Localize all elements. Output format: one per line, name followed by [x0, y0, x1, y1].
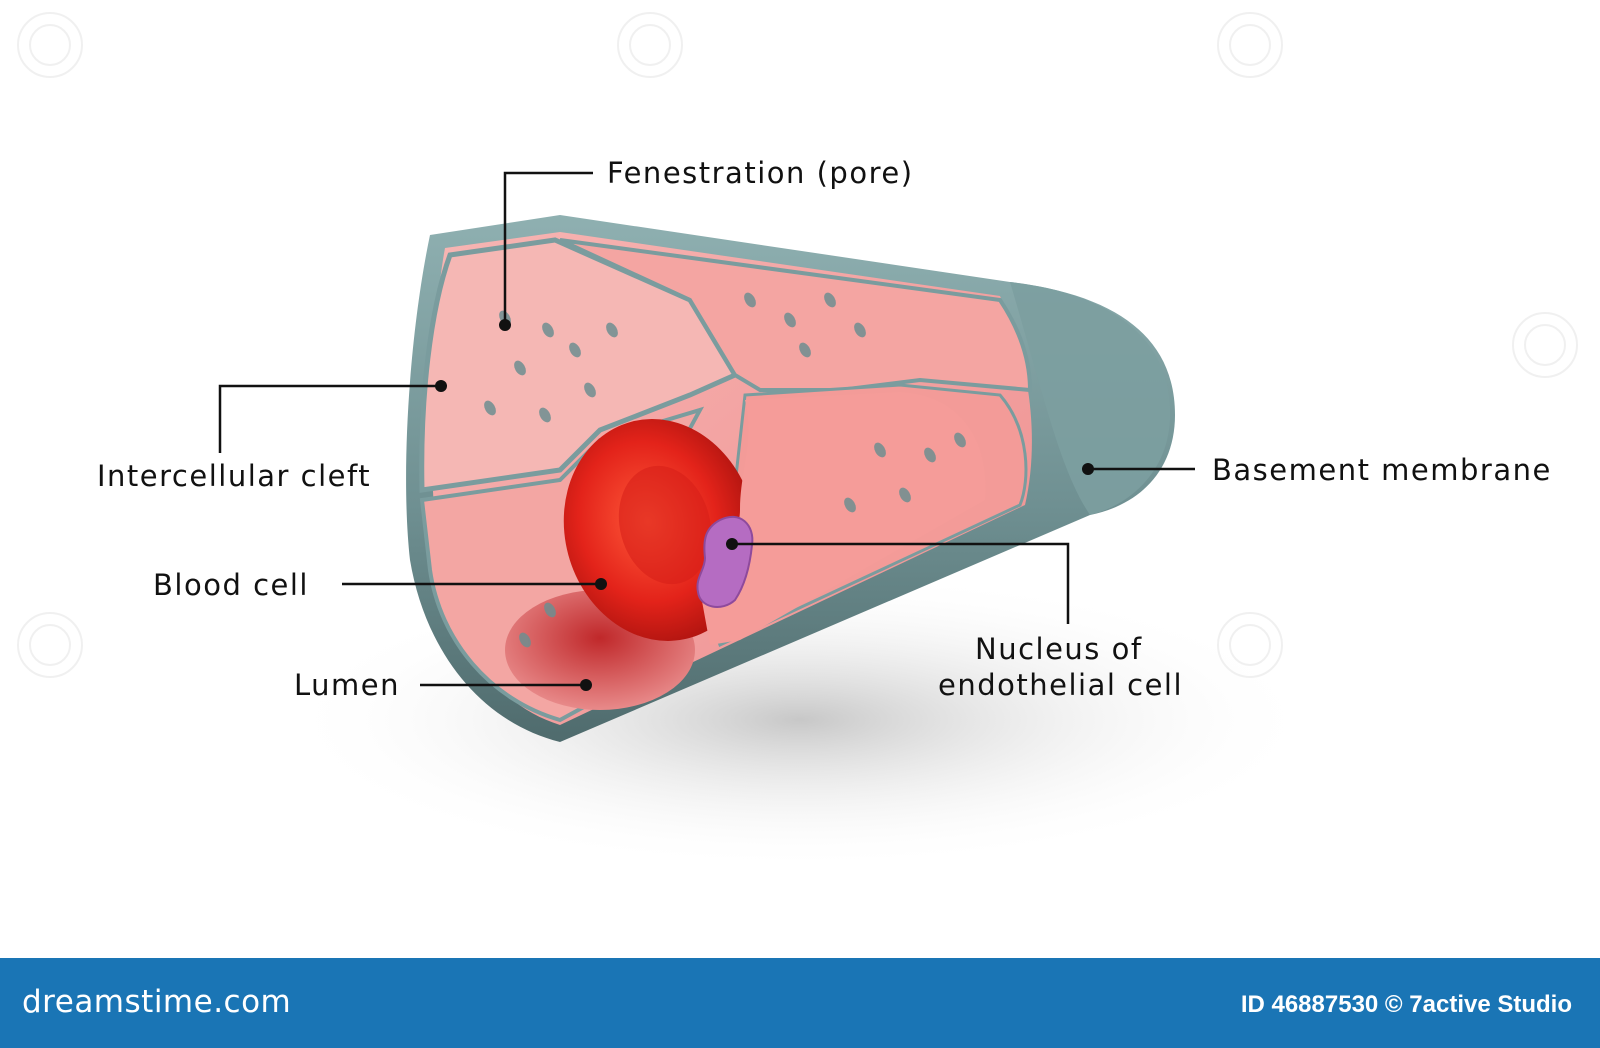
endothelial-cell-front: [700, 392, 986, 645]
leader-lines: [218, 171, 1195, 687]
dot-fenestration: [499, 319, 511, 331]
label-intercellular-cleft: Intercellular cleft: [97, 459, 372, 493]
label-lumen: Lumen: [294, 668, 400, 702]
dot-basement-membrane: [1082, 463, 1094, 475]
leader-intercellular-cleft: [218, 384, 441, 453]
label-basement-membrane: Basement membrane: [1212, 453, 1552, 487]
dot-nucleus: [726, 538, 738, 550]
footer-bar: dreamstime.com ID 46887530 © 7active Stu…: [0, 958, 1600, 1048]
dot-intercellular-cleft: [435, 380, 447, 392]
red-blood-cell-dimple: [618, 465, 712, 585]
endothelial-cell-upper-left: [419, 237, 739, 493]
label-fenestration: Fenestration (pore): [607, 156, 914, 190]
tube-end-cap: [1010, 282, 1171, 515]
footer-brand[interactable]: dreamstime.com: [22, 984, 292, 1020]
footer-credit: ID 46887530 © 7active Studio: [1240, 991, 1572, 1018]
label-nucleus-line2: endothelial cell: [938, 668, 1184, 702]
label-blood-cell: Blood cell: [153, 568, 309, 602]
leader-fenestration: [503, 171, 593, 325]
dot-blood-cell: [595, 578, 607, 590]
endothelial-nucleus: [696, 515, 754, 608]
capillary-diagram: Fenestration (pore) Intercellular cleft …: [17, 12, 1578, 870]
diagram-canvas: [17, 12, 1578, 870]
dot-lumen: [580, 679, 592, 691]
leader-dots: [435, 319, 1094, 691]
label-nucleus-line1: Nucleus of: [975, 632, 1143, 666]
leader-nucleus: [732, 542, 1070, 624]
